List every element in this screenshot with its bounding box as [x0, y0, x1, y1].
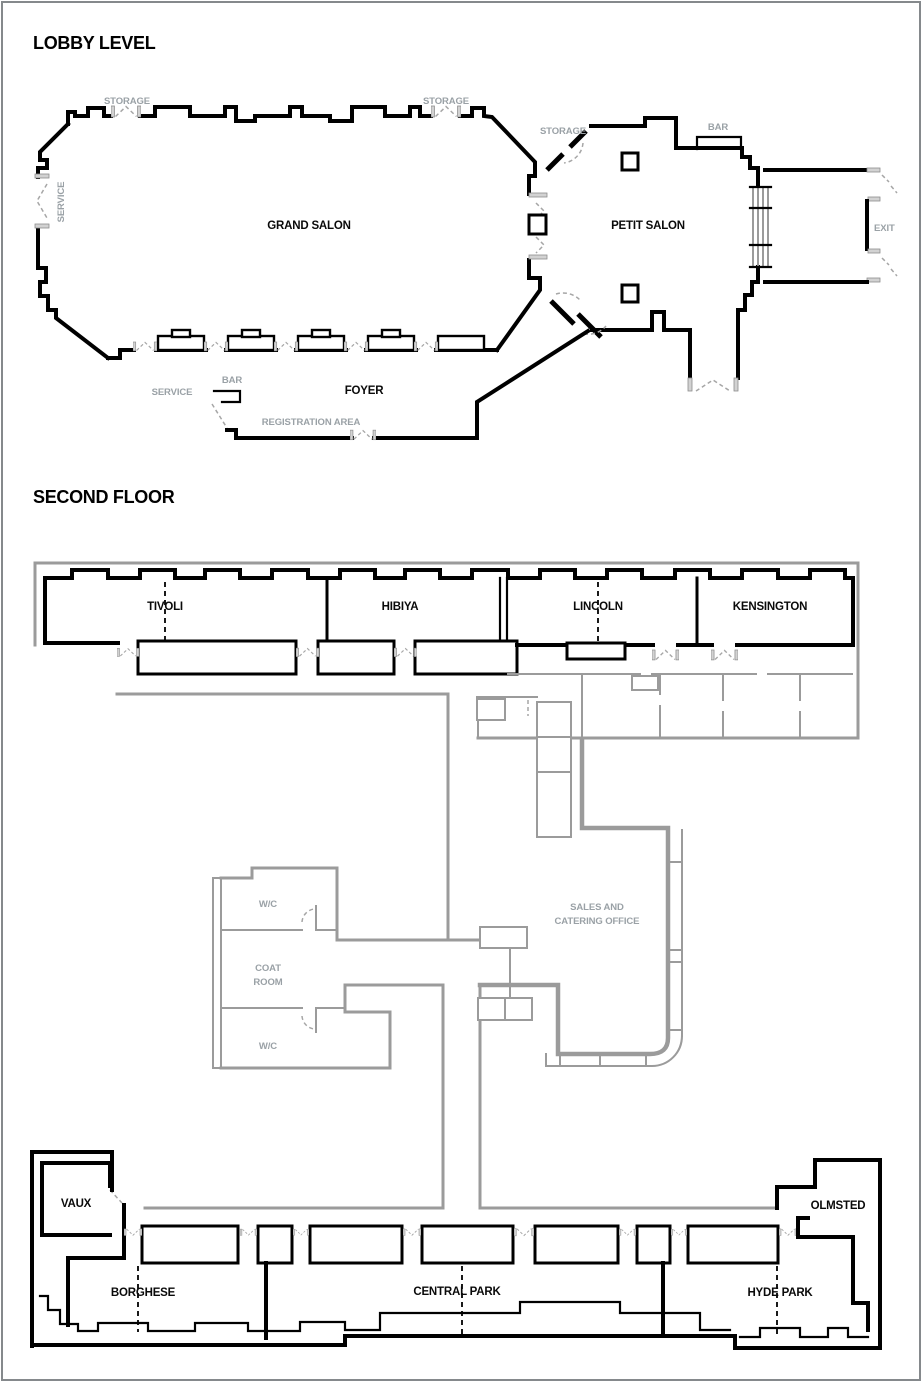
- label-foyer: FOYER: [345, 385, 385, 397]
- label-registration-area: REGISTRATION AREA: [262, 417, 361, 428]
- label-exit: EXIT: [874, 223, 895, 234]
- column: [527, 213, 548, 236]
- label-coat-room-1: COAT: [255, 963, 281, 974]
- petit-salon-walls: [545, 116, 760, 392]
- corridor-outline-top: [33, 561, 860, 740]
- bar-counter: [695, 135, 743, 151]
- storage-door-right-icon: [431, 105, 461, 118]
- label-borghese: BORGHESE: [111, 1287, 176, 1299]
- ballroom-level-south: [30, 1150, 882, 1350]
- room-door-icon: [117, 647, 139, 658]
- label-hibiya: HIBIYA: [382, 601, 419, 613]
- label-sales-office-1: SALES AND: [570, 902, 624, 913]
- label-vaux: VAUX: [61, 1198, 92, 1210]
- label-tivoli: TIVOLI: [147, 601, 183, 613]
- label-coat-room-2: ROOM: [253, 977, 282, 988]
- label-central-park: CENTRAL PARK: [413, 1286, 501, 1298]
- room-door-icon: [652, 649, 679, 661]
- label-kensington: KENSINGTON: [733, 601, 807, 613]
- label-service-south: SERVICE: [152, 387, 193, 398]
- petit-salon-south-door-icon: [695, 379, 731, 392]
- foyer-bar-counter: [212, 389, 242, 404]
- label-grand-salon: GRAND SALON: [267, 220, 350, 232]
- salon-passage: [527, 192, 548, 260]
- foyer-door-icon: [133, 341, 157, 352]
- label-wc-upper: W/C: [259, 899, 277, 910]
- label-hyde-park: HYDE PARK: [747, 1287, 813, 1299]
- column: [620, 151, 640, 172]
- label-lincoln: LINCOLN: [573, 601, 623, 613]
- room-door-icon: [619, 1228, 636, 1237]
- second-floor-plan: SECOND FLOOR: [30, 487, 882, 1350]
- service-door-west-icon: [36, 183, 48, 219]
- grand-salon-walls: [36, 105, 542, 361]
- grand-salon-doors: [34, 105, 461, 352]
- lobby-level-plan: LOBBY LEVEL: [33, 33, 898, 441]
- label-storage-left: STORAGE: [104, 96, 150, 107]
- foyer-walls: [211, 328, 591, 441]
- column: [620, 283, 640, 304]
- wc-coat-room-block: [212, 866, 392, 1070]
- room-door-icon: [296, 647, 319, 658]
- back-of-house: [476, 673, 853, 838]
- label-olmsted: OLMSTED: [811, 1200, 866, 1212]
- label-storage-right: STORAGE: [423, 96, 469, 107]
- room-door-icon: [779, 1228, 797, 1237]
- meeting-rooms-north: [43, 568, 855, 676]
- bridge-walkway: [748, 185, 773, 269]
- second-floor-title: SECOND FLOOR: [33, 487, 175, 507]
- lobby-level-title: LOBBY LEVEL: [33, 33, 156, 53]
- room-door-icon: [711, 649, 738, 661]
- label-sales-office-2: CATERING OFFICE: [555, 916, 640, 927]
- label-petit-salon: PETIT SALON: [611, 220, 685, 232]
- label-storage-petit: STORAGE: [540, 126, 586, 137]
- room-door-icon: [240, 1228, 257, 1237]
- room-door-icon: [514, 1227, 534, 1237]
- label-service-west: SERVICE: [56, 182, 67, 223]
- exit-vestibule: [763, 167, 898, 284]
- storage-door-left-icon: [111, 105, 141, 118]
- room-door-icon: [403, 1228, 421, 1237]
- label-bar-petit: BAR: [708, 122, 729, 133]
- corridors: [115, 692, 779, 1210]
- room-door-icon: [293, 1228, 309, 1236]
- label-bar-foyer: BAR: [222, 375, 243, 386]
- room-door-icon: [124, 1228, 142, 1237]
- room-door-icon: [671, 1228, 687, 1236]
- label-wc-lower: W/C: [259, 1041, 277, 1052]
- sales-office-block: [477, 737, 684, 1067]
